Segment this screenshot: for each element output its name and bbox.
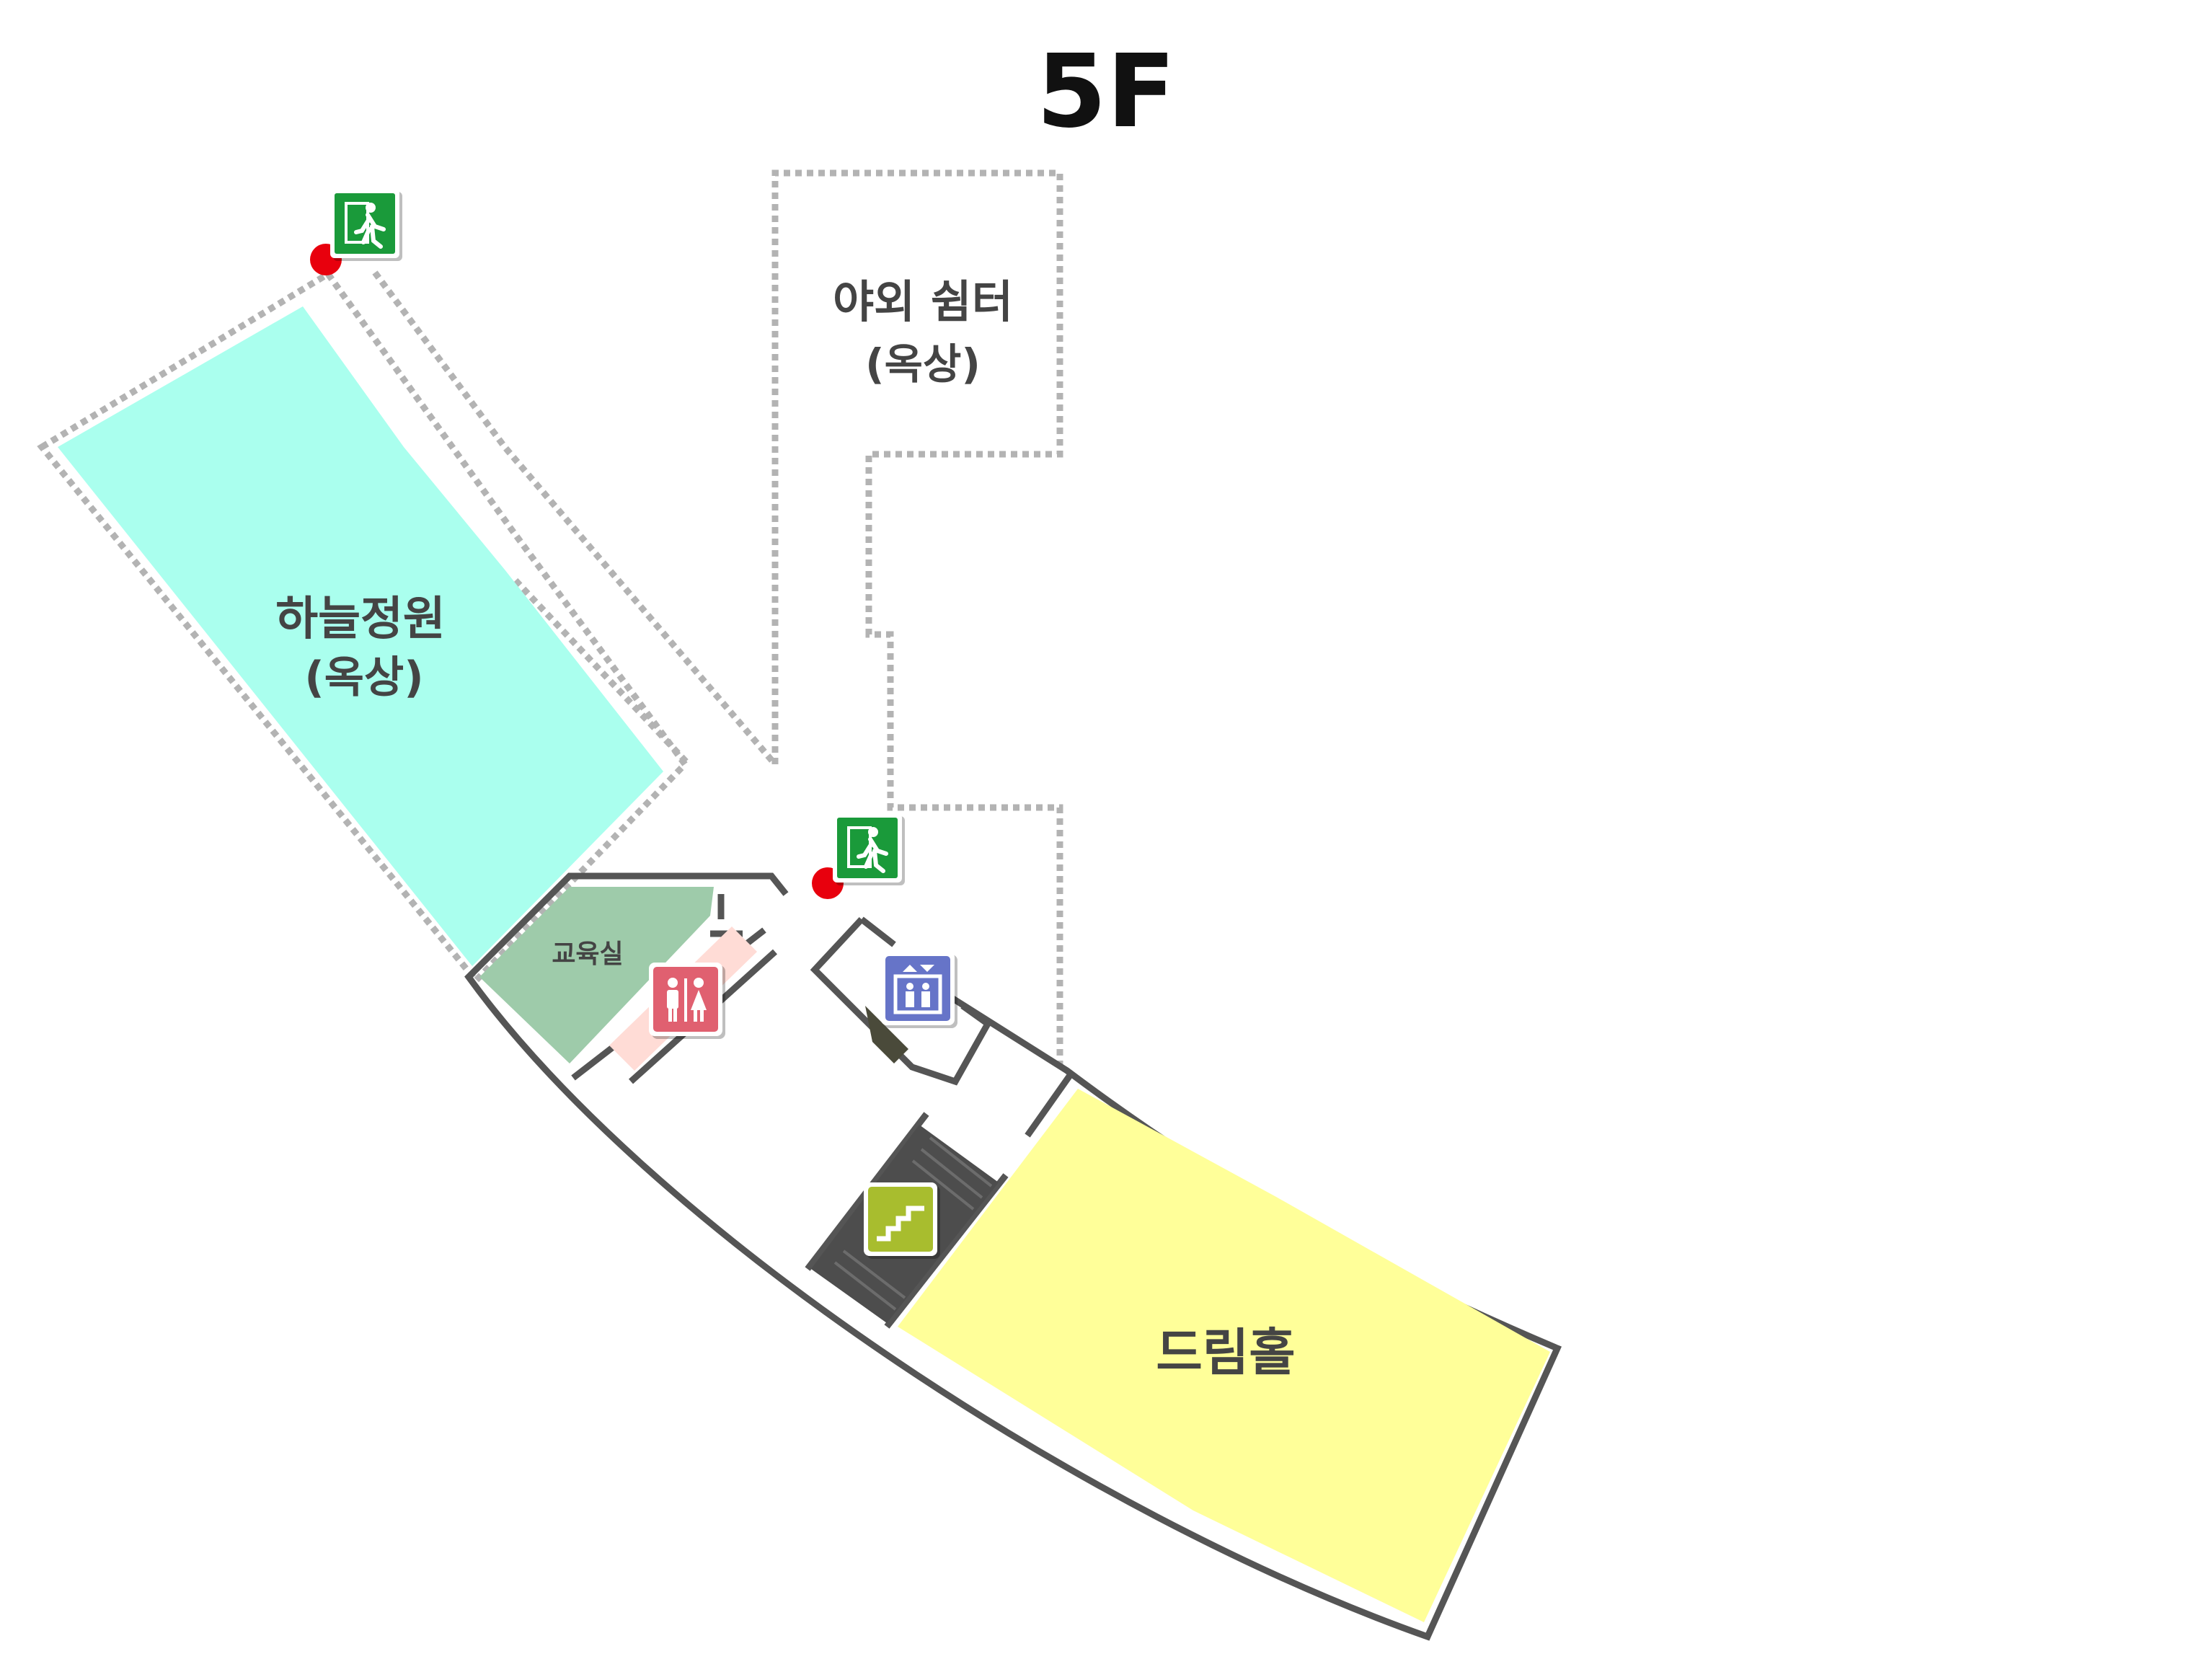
sky-garden-right-edge (513, 578, 691, 767)
outdoor-shelter-sublabel: (옥상) (865, 340, 981, 389)
classroom-label: 교육실 (552, 939, 623, 969)
sky-garden-boundary (37, 269, 689, 986)
sky-garden-area[interactable] (58, 306, 663, 966)
emergency-exit-icon[interactable] (330, 189, 402, 261)
inner-wall-hall (1025, 1072, 1074, 1138)
floor-title: 5F (1036, 33, 1175, 151)
dream-hall-label: 드림홀 (1156, 1323, 1295, 1382)
dream-hall-area[interactable] (898, 1089, 1550, 1622)
inner-wall-elevator (810, 916, 992, 1086)
outdoor-shelter-label: 야외 쉼터 (833, 275, 1013, 328)
restroom-icon[interactable] (649, 963, 725, 1039)
sky-garden-label: 하늘정원 (275, 593, 446, 646)
elevator-icon[interactable] (881, 952, 957, 1028)
sky-garden-sublabel: (옥상) (304, 653, 423, 703)
stair-treads (833, 1136, 993, 1311)
classroom-area[interactable] (479, 887, 714, 1063)
sky-garden-outer-boundary (372, 270, 778, 766)
stairs-icon[interactable] (864, 1182, 940, 1259)
elevator-shaft (865, 1006, 908, 1063)
emergency-exit-icon[interactable] (833, 813, 905, 885)
